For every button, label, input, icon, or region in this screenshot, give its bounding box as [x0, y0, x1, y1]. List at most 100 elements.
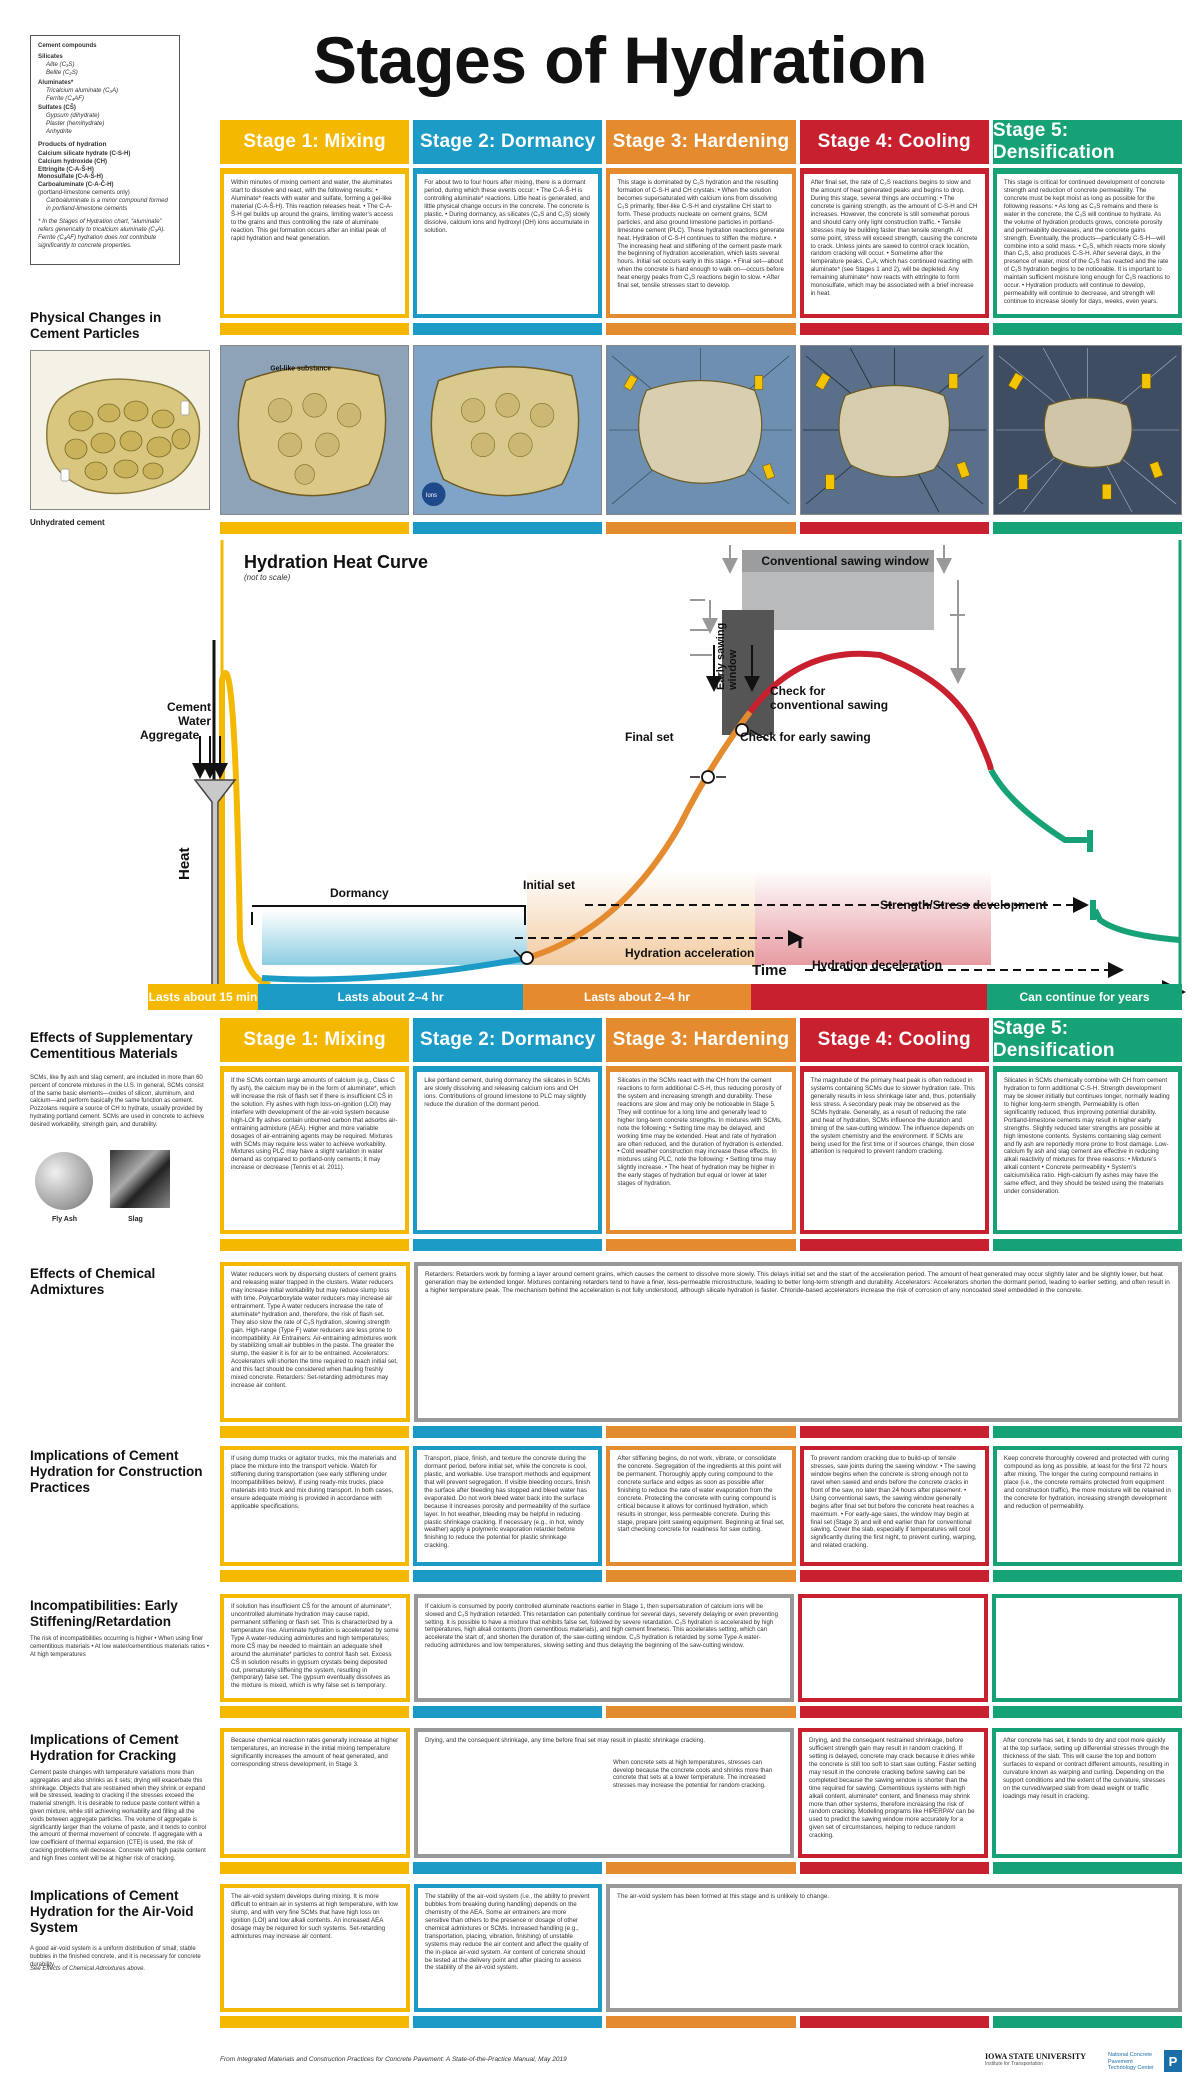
unhydrated-label: Unhydrated cement: [30, 518, 105, 527]
stage-1-header-2: Stage 1: Mixing: [220, 1018, 410, 1062]
legend-ferrite: Ferrite (C₄AF): [46, 94, 84, 102]
scm-stage-2: Like portland cement, during dormancy th…: [413, 1066, 603, 1234]
stage-headers-bottom: Stage 1: Mixing Stage 2: Dormancy Stage …: [220, 1018, 1183, 1062]
stage-4-header-2: Stage 4: Cooling: [799, 1018, 989, 1062]
legend-silicates: Silicates: [38, 52, 63, 60]
stage-4-particle-image: [799, 345, 989, 515]
heat-curve-subtitle: (not to scale): [244, 573, 291, 582]
scm-stage-1: If the SCMs contain large amounts of cal…: [220, 1066, 410, 1234]
stage-1-particle-image: Gel-like substance: [220, 345, 410, 515]
legend-aluminates: Aluminates*: [38, 78, 74, 86]
isu-name: IOWA STATE UNIVERSITY: [985, 2052, 1087, 2061]
cracking-side-text: Cement paste changes with temperature va…: [30, 1770, 207, 1862]
footer-source: From Integrated Materials and Constructi…: [220, 2056, 567, 2063]
stage-4-header: Stage 4: Cooling: [799, 120, 989, 164]
color-band-7: [220, 1862, 1183, 1874]
airvoid-span: The air-void system has been formed at t…: [606, 1884, 1182, 2012]
aggregate-label: Aggregate: [140, 728, 200, 742]
construction-stage-2: Transport, place, finish, and texture th…: [413, 1446, 603, 1566]
cracking-heading: Implications of Cement Hydration for Cra…: [30, 1732, 179, 1764]
legend-alite: Alite (C₃S): [46, 60, 75, 68]
stage-2-header: Stage 2: Dormancy: [413, 120, 603, 164]
airvoid-stage-2: The stability of the air-void system (i.…: [414, 1884, 602, 2012]
final-set-label: Final set: [625, 730, 674, 744]
stage-headers-top: Stage 1: Mixing Stage 2: Dormancy Stage …: [220, 120, 1183, 164]
incompat-stage-1: If solution has insufficient CŜ for the …: [220, 1594, 410, 1702]
page-title: Stages of Hydration: [313, 23, 927, 97]
legend-ettringite: Ettringite (C-A-Ŝ-H): [38, 165, 94, 173]
airvoid-side-note: See Effects of Chemical Admixtures above…: [30, 1966, 146, 1972]
cement-label: Cement: [166, 700, 211, 714]
fly-ash-label: Fly Ash: [52, 1216, 78, 1223]
fly-ash-image: [35, 1152, 93, 1210]
svg-text:Ions: Ions: [426, 493, 437, 499]
unhydrated-cement-image: [30, 350, 210, 510]
stage-1-header: Stage 1: Mixing: [220, 120, 410, 164]
timeline: Lasts about 15 min Lasts about 2–4 hr La…: [148, 984, 1182, 1010]
legend-carbo-note: (portland-limestone cements only): [38, 189, 130, 197]
particle-images: Gel-like substance Ions: [220, 345, 1183, 515]
check-conv-label: Check for conventional sawing: [770, 684, 889, 712]
incompat-span: If calcium is consumed by poorly control…: [414, 1594, 794, 1702]
stage-2-header-2: Stage 2: Dormancy: [413, 1018, 603, 1062]
cracking-stage-5: After concrete has set, it tends to dry …: [992, 1728, 1182, 1858]
decel-label: Hydration deceleration: [812, 958, 943, 972]
timeline-stage-1: Lasts about 15 min: [148, 984, 258, 1010]
slag-image: [110, 1150, 170, 1208]
legend-monosulfate: Monosulfate (C-A-Ŝ-H): [38, 173, 103, 181]
conv-window-label: Conventional sawing window: [761, 554, 929, 568]
incompat-stage-4: [798, 1594, 988, 1702]
svg-text:Gel-like substance: Gel-like substance: [270, 366, 331, 373]
legend-footnote: * In the Stages of Hydration chart, “alu…: [38, 218, 166, 249]
legend-plaster: Plaster (hemihydrate): [46, 120, 105, 128]
legend-belite: Belite (C₂S): [46, 68, 78, 76]
isu-logo: IOWA STATE UNIVERSITY Institute for Tran…: [985, 2052, 1086, 2067]
ncptc-name: National Concrete Pavement Technology Ce…: [1108, 2052, 1154, 2072]
incompat-heading: Incompatibilities: Early Stiffening/Reta…: [30, 1598, 178, 1630]
incompat-side-text: The risk of incompatibilities occurring …: [30, 1636, 209, 1658]
legend-box: Cement compounds Silicates Alite (C₃S) B…: [30, 35, 180, 265]
isu-sub: Institute for Transportation: [985, 2061, 1044, 2067]
strength-label: Strength/Stress development: [880, 898, 1047, 912]
scm-stage-4: The magnitude of the primary heat peak i…: [799, 1066, 989, 1234]
cracking-stage-3-text: When concrete sets at high temperatures,…: [613, 1758, 773, 1790]
construction-stage-1: If using dump trucks or agitator trucks,…: [220, 1446, 410, 1566]
stage-3-description: This stage is dominated by C₃S hydration…: [606, 168, 796, 318]
scm-panels: If the SCMs contain large amounts of cal…: [220, 1066, 1183, 1234]
early-window-label: Early sawing window: [715, 622, 739, 690]
heat-axis-label: Heat: [176, 847, 193, 880]
color-band-5: [220, 1570, 1183, 1582]
airvoid-side-text: A good air-void system is a uniform dist…: [30, 1946, 201, 1968]
stage-2-particle-image: Ions: [413, 345, 603, 515]
stage-3-particle-image: [606, 345, 796, 515]
legend-anhydrite: Anhydrite: [46, 128, 72, 136]
legend-ch: Calcium hydroxide (CH): [38, 157, 108, 165]
construction-stage-4: To prevent random cracking due to build-…: [799, 1446, 989, 1566]
stage-descriptions: Within minutes of mixing cement and wate…: [220, 168, 1183, 318]
legend-sulfates: Sulfates (CŜ): [38, 104, 76, 112]
physical-changes-heading: Physical Changes in Cement Particles: [30, 310, 162, 342]
legend-tricalcium: Tricalcium aluminate (C₃A): [46, 86, 119, 94]
legend-carbo: Carboaluminate (C-A-Č-H): [38, 181, 114, 189]
construction-heading: Implications of Cement Hydration for Con…: [30, 1448, 203, 1496]
color-band-1: [220, 323, 1183, 335]
color-band-3: [220, 1239, 1183, 1251]
construction-panels: If using dump trucks or agitator trucks,…: [220, 1446, 1183, 1566]
stage-3-header: Stage 3: Hardening: [606, 120, 796, 164]
stage-5-particle-image: [992, 345, 1183, 515]
timeline-stage-4: [751, 984, 987, 1010]
stage-4-description: After final set, the rate of C₃S reactio…: [799, 168, 989, 318]
stage-3-header-2: Stage 3: Hardening: [606, 1018, 796, 1062]
color-band-4: [220, 1426, 1183, 1438]
stage-2-description: For about two to four hours after mixing…: [413, 168, 603, 318]
cracking-stage-1: Because chemical reaction rates generall…: [220, 1728, 410, 1858]
color-band-6: [220, 1706, 1183, 1718]
timeline-stage-5: Can continue for years: [987, 984, 1182, 1010]
stage-1-description: Within minutes of mixing cement and wate…: [220, 168, 410, 318]
construction-stage-3: After stiffening begins, do not work, vi…: [606, 1446, 796, 1566]
heat-curve-title: Hydration Heat Curve: [244, 552, 429, 572]
airvoid-stage-1: The air-void system develops during mixi…: [220, 1884, 410, 2012]
legend-heading: Cement compounds: [38, 42, 97, 49]
legend-products: Products of hydration: [38, 141, 107, 149]
admix-heading: Effects of Chemical Admixtures: [30, 1266, 156, 1298]
